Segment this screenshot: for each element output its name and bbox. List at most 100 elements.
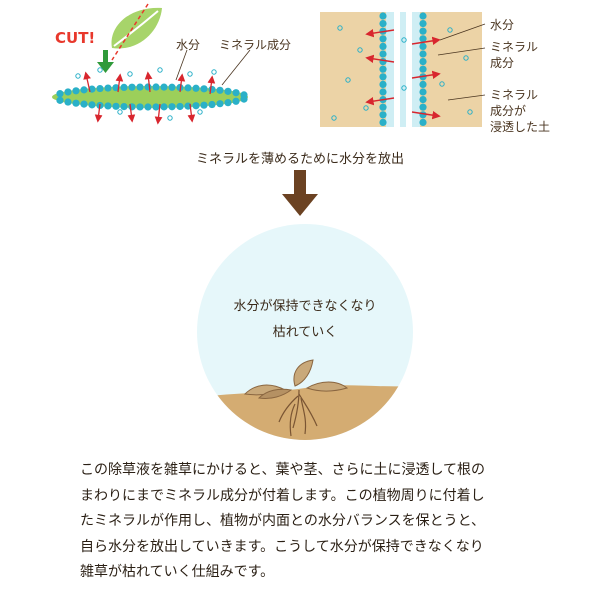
mineral-bead xyxy=(379,58,387,66)
mineral-bead xyxy=(419,96,427,104)
mineral-bead xyxy=(200,85,208,93)
mineral-bead xyxy=(379,35,387,43)
water-droplet xyxy=(331,115,337,121)
mineral-bead xyxy=(56,96,64,104)
mineral-bead xyxy=(64,98,72,106)
cut-label: CUT! xyxy=(55,29,96,47)
mineral-bead xyxy=(192,102,200,110)
leaf-mineral-label: ミネラル成分 xyxy=(219,38,292,52)
mineral-bead xyxy=(379,42,387,51)
water-droplet xyxy=(197,109,203,115)
mineral-bead xyxy=(160,83,168,91)
circle-text-line2: 枯れていく xyxy=(272,325,338,340)
water-droplet xyxy=(463,55,469,61)
mineral-bead xyxy=(152,103,160,111)
mineral-bead xyxy=(144,103,152,111)
water-out-arrow xyxy=(411,36,441,46)
mineral-bead xyxy=(379,88,387,96)
withering-circle xyxy=(197,224,413,440)
soil-label-1: ミネラル xyxy=(490,88,539,102)
mineral-bead xyxy=(419,58,427,66)
mineral-bead xyxy=(104,102,112,110)
mineral-bead xyxy=(184,84,192,92)
water-out-arrow xyxy=(83,71,91,93)
mineral-bead xyxy=(419,20,427,28)
mineral-bead xyxy=(72,99,80,107)
mineral-bead xyxy=(419,42,427,51)
mineral-bead xyxy=(144,83,152,91)
circle-text-line1: 水分が保持できなくなり xyxy=(233,299,377,314)
mineral-bead xyxy=(379,118,387,126)
mineral-bead xyxy=(160,103,168,111)
water-out-arrow xyxy=(177,73,186,93)
mineral-bead xyxy=(168,83,176,91)
water-droplet xyxy=(439,81,445,87)
mineral-bead xyxy=(80,86,88,94)
mineral-bead xyxy=(379,103,387,111)
mineral-bead xyxy=(419,103,427,111)
mineral-bead xyxy=(419,12,427,20)
mineral-bead xyxy=(152,83,160,91)
soil-label-3: 浸透した土 xyxy=(490,120,551,134)
water-out-arrow xyxy=(94,103,103,123)
mineral-bead xyxy=(419,35,427,43)
mineral-bead xyxy=(128,83,136,91)
mineral-bead xyxy=(80,100,88,108)
water-droplet xyxy=(167,115,173,121)
mineral-bead xyxy=(419,88,427,96)
root-mineral-label-2: 成分 xyxy=(490,56,515,70)
mineral-bead xyxy=(208,85,216,94)
water-droplet xyxy=(75,73,81,79)
water-droplet xyxy=(345,77,351,83)
mineral-bead xyxy=(419,27,427,35)
root-mineral-label-1: ミネラル xyxy=(490,40,539,54)
leaf-cross-section xyxy=(52,67,248,125)
cut-leaf-icon xyxy=(111,7,162,49)
caption: ミネラルを薄めるために水分を放出 xyxy=(195,152,404,167)
mineral-bead xyxy=(120,83,128,91)
mineral-bead xyxy=(379,65,387,73)
mineral-bead xyxy=(379,111,387,119)
green-down-arrow-icon xyxy=(97,50,114,73)
mineral-bead xyxy=(240,95,248,103)
mineral-bead xyxy=(120,103,128,111)
mineral-bead xyxy=(56,90,64,98)
mineral-bead xyxy=(419,50,427,58)
description-paragraph: この除草液を雑草にかけると、葉や茎、さらに土に浸透して根の まわりにまでミネラル… xyxy=(80,458,530,586)
mineral-bead xyxy=(88,101,96,109)
mineral-bead xyxy=(379,80,387,88)
water-droplet xyxy=(447,27,453,33)
mineral-bead xyxy=(72,87,80,95)
mineral-bead xyxy=(64,88,72,96)
water-droplet xyxy=(211,69,217,75)
water-out-arrow xyxy=(207,75,216,95)
mineral-bead xyxy=(216,100,224,108)
mineral-bead xyxy=(419,80,427,88)
water-out-arrow xyxy=(115,73,124,93)
mineral-bead xyxy=(232,97,240,105)
water-droplet xyxy=(401,85,407,91)
mineral-bead xyxy=(379,20,387,28)
mineral-bead xyxy=(224,99,232,107)
root-water-label: 水分 xyxy=(490,18,515,32)
mineral-bead xyxy=(232,89,240,97)
mineral-bead xyxy=(379,73,387,81)
mineral-bead xyxy=(419,65,427,73)
mineral-bead xyxy=(136,83,144,91)
root-diagram xyxy=(320,12,486,127)
water-out-arrow xyxy=(411,70,441,80)
mineral-bead xyxy=(216,86,224,94)
leaf-diagram xyxy=(52,3,251,125)
mineral-bead xyxy=(379,50,387,58)
water-droplet xyxy=(337,25,343,31)
leaf-water-label: 水分 xyxy=(176,38,201,52)
water-droplet xyxy=(363,105,369,111)
water-out-arrow xyxy=(127,103,136,123)
water-out-arrow xyxy=(144,71,153,93)
mineral-bead xyxy=(168,103,176,111)
mineral-bead xyxy=(104,84,112,92)
water-droplet xyxy=(127,71,133,77)
mineral-bead xyxy=(176,102,184,111)
water-droplet xyxy=(157,67,163,73)
water-out-arrow xyxy=(411,110,441,120)
